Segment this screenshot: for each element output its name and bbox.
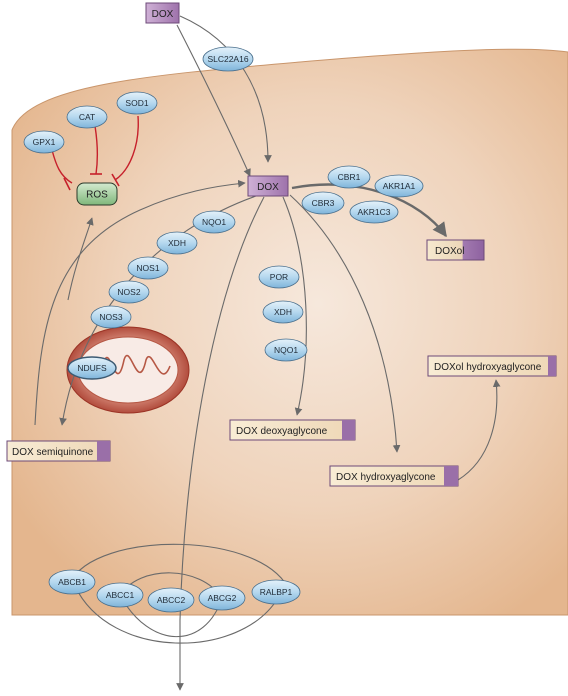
svg-text:AKR1C3: AKR1C3 bbox=[357, 207, 390, 217]
enzyme-nos3: NOS3 bbox=[90, 305, 132, 329]
enzyme-sod1: SOD1 bbox=[116, 91, 158, 115]
svg-text:SOD1: SOD1 bbox=[125, 98, 148, 108]
cell-body bbox=[11, 48, 568, 616]
enzyme-cbr3: CBR3 bbox=[301, 191, 345, 215]
enzyme-nqo1-left: NQO1 bbox=[192, 210, 236, 234]
svg-text:NOS1: NOS1 bbox=[136, 263, 159, 273]
edge-semiquinone-to-dox bbox=[34, 179, 246, 426]
enzyme-xdh-mid: XDH bbox=[262, 300, 304, 324]
svg-text:CBR1: CBR1 bbox=[338, 172, 361, 182]
enzyme-abcb1: ABCB1 bbox=[48, 569, 96, 595]
dox-deoxyaglycone-box: DOX deoxyaglycone bbox=[229, 419, 356, 441]
svg-text:XDH: XDH bbox=[168, 238, 186, 248]
svg-text:DOX: DOX bbox=[152, 9, 174, 20]
dox-semiquinone-box: DOX semiquinone bbox=[6, 440, 111, 462]
svg-text:DOX: DOX bbox=[257, 182, 279, 193]
svg-text:RALBP1: RALBP1 bbox=[260, 587, 293, 597]
doxol-box: DOXol bbox=[426, 239, 485, 261]
svg-text:NOS2: NOS2 bbox=[117, 287, 140, 297]
svg-text:NQO1: NQO1 bbox=[274, 345, 298, 355]
svg-text:ROS: ROS bbox=[86, 190, 108, 201]
edge-dox-to-deoxyaglycone bbox=[282, 196, 307, 416]
svg-text:GPX1: GPX1 bbox=[33, 137, 56, 147]
svg-text:POR: POR bbox=[270, 272, 288, 282]
enzyme-por: POR bbox=[258, 265, 300, 289]
enzyme-nos2: NOS2 bbox=[108, 280, 150, 304]
enzyme-cat: CAT bbox=[66, 105, 108, 129]
enzyme-abcc1: ABCC1 bbox=[96, 582, 144, 608]
edge-hydroxyaglycone-to-doxol-hydroxyaglycone bbox=[457, 379, 501, 481]
svg-text:NDUFS: NDUFS bbox=[77, 363, 107, 373]
svg-text:XDH: XDH bbox=[274, 307, 292, 317]
enzyme-nqo1-mid: NQO1 bbox=[264, 338, 308, 362]
enzyme-akr1c3: AKR1C3 bbox=[349, 200, 399, 224]
enzyme-ralbp1: RALBP1 bbox=[251, 579, 301, 605]
svg-text:DOXol: DOXol bbox=[435, 246, 464, 257]
edge-dox-to-hydroxyaglycone bbox=[289, 194, 401, 453]
svg-text:CAT: CAT bbox=[79, 112, 95, 122]
svg-text:NOS3: NOS3 bbox=[99, 312, 122, 322]
svg-text:ABCB1: ABCB1 bbox=[58, 577, 86, 587]
enzyme-slc22a16: SLC22A16 bbox=[202, 46, 254, 72]
svg-text:AKR1A1: AKR1A1 bbox=[383, 181, 416, 191]
svg-text:DOXol hydroxyaglycone: DOXol hydroxyaglycone bbox=[434, 362, 542, 373]
enzyme-ndufs: NDUFS bbox=[67, 356, 117, 380]
enzyme-abcg2: ABCG2 bbox=[198, 585, 246, 611]
svg-text:CBR3: CBR3 bbox=[312, 198, 335, 208]
edge-semiquinone-to-ros bbox=[67, 217, 94, 301]
doxol-hydroxyaglycone-box: DOXol hydroxyaglycone bbox=[427, 355, 557, 377]
svg-text:ABCC2: ABCC2 bbox=[157, 595, 186, 605]
edge-dox-to-efflux bbox=[176, 196, 265, 691]
edge-dox-to-center bbox=[176, 24, 251, 177]
ros-box: ROS bbox=[76, 182, 118, 206]
svg-text:DOX deoxyaglycone: DOX deoxyaglycone bbox=[236, 426, 328, 437]
dox-hydroxyaglycone-box: DOX hydroxyaglycone bbox=[329, 465, 459, 487]
inhibition-edges bbox=[51, 115, 139, 191]
mitochondrion bbox=[66, 326, 190, 414]
svg-text:SLC22A16: SLC22A16 bbox=[207, 54, 248, 64]
enzyme-akr1a1: AKR1A1 bbox=[374, 174, 424, 198]
svg-text:ABCC1: ABCC1 bbox=[106, 590, 135, 600]
dox-center-box: DOX bbox=[247, 175, 289, 197]
svg-text:ABCG2: ABCG2 bbox=[208, 593, 237, 603]
dox-outside-box: DOX bbox=[145, 2, 180, 24]
enzyme-gpx1: GPX1 bbox=[23, 130, 65, 154]
edge-slc-to-center bbox=[179, 15, 272, 163]
svg-text:DOX semiquinone: DOX semiquinone bbox=[12, 447, 94, 458]
enzyme-nos1: NOS1 bbox=[127, 256, 169, 280]
svg-text:NQO1: NQO1 bbox=[202, 217, 226, 227]
svg-text:DOX hydroxyaglycone: DOX hydroxyaglycone bbox=[336, 472, 436, 483]
enzyme-abcc2: ABCC2 bbox=[147, 587, 195, 613]
enzyme-cbr1: CBR1 bbox=[327, 165, 371, 189]
enzyme-xdh-left: XDH bbox=[156, 231, 198, 255]
